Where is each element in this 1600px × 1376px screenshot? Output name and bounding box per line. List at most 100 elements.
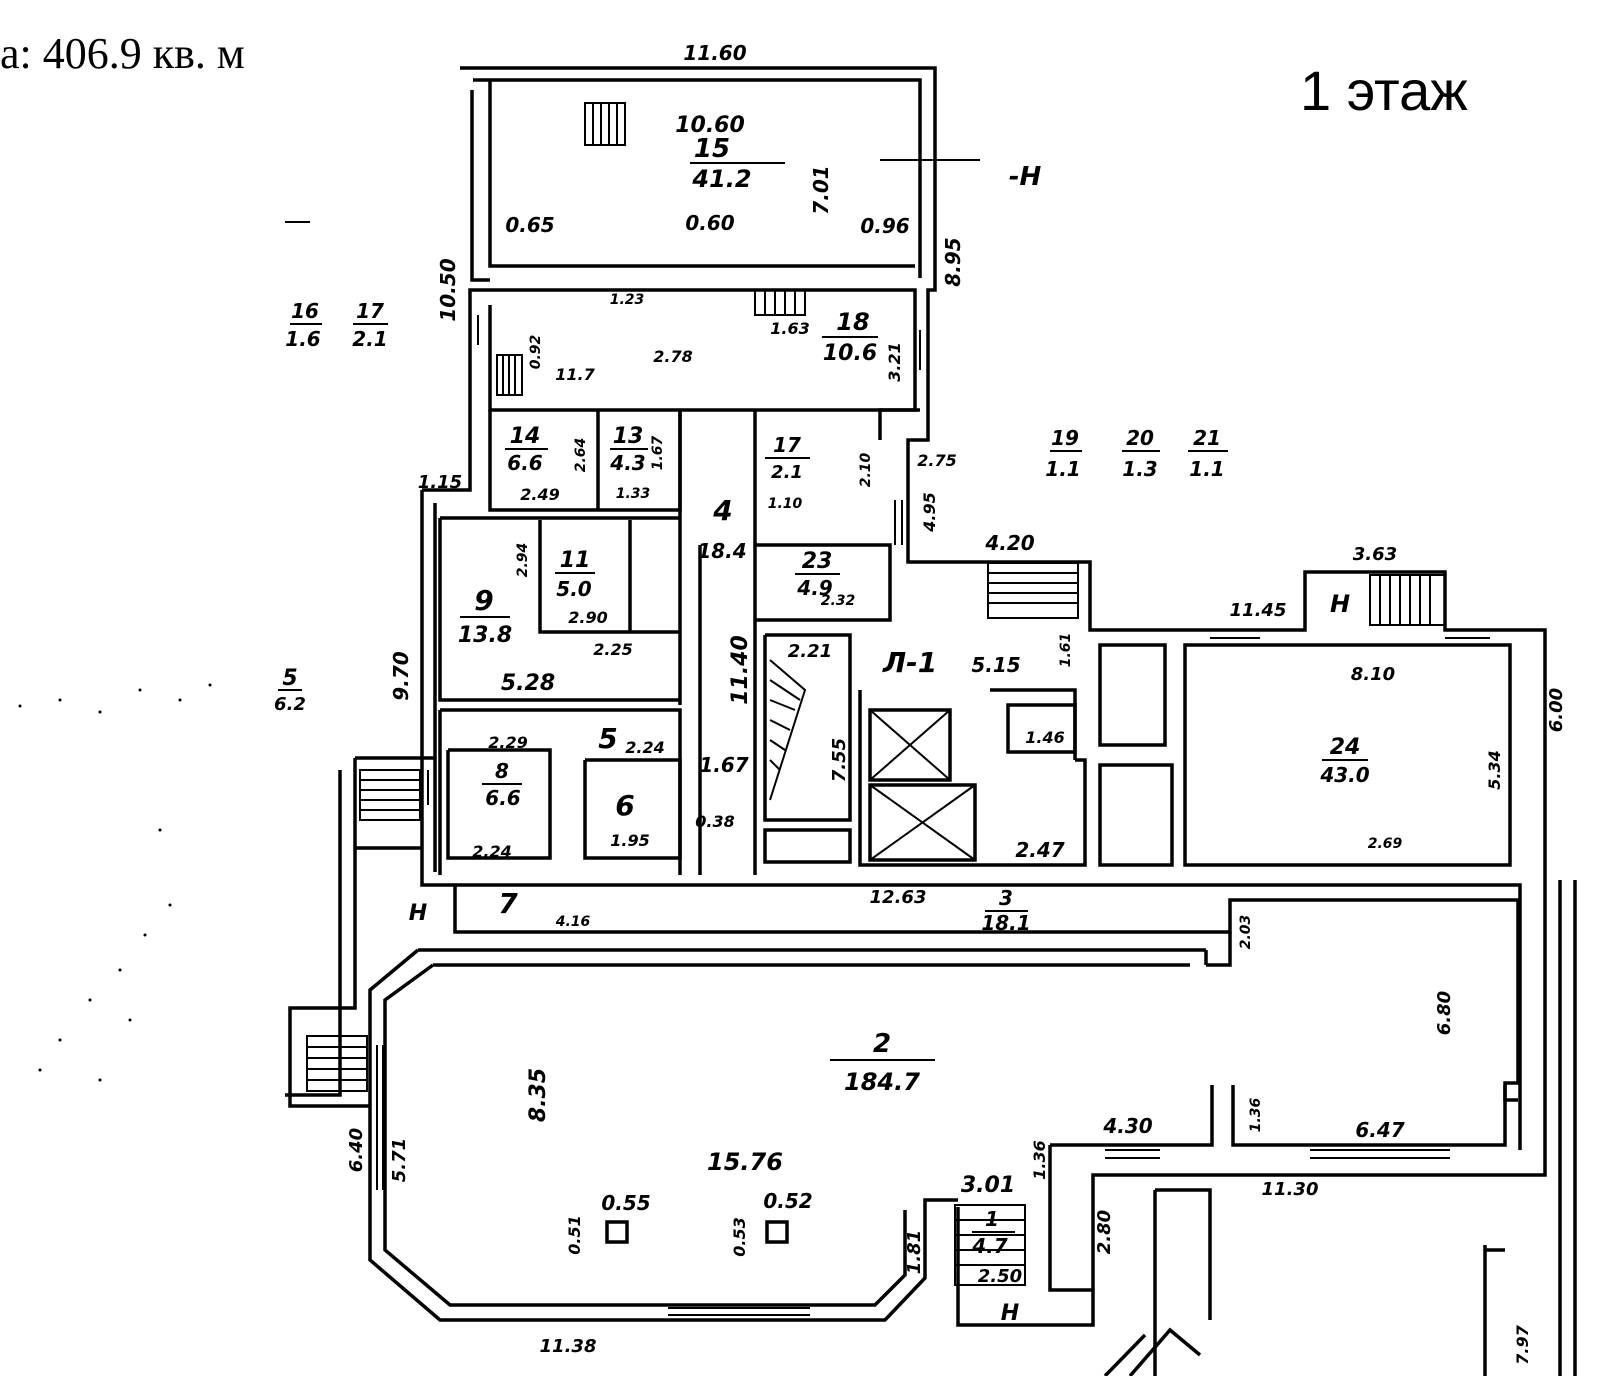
- dim-2-69: 2.69: [1368, 836, 1403, 852]
- dim-1-36b: 1.36: [1248, 1097, 1264, 1132]
- dim-11-30: 11.30: [1262, 1179, 1319, 1200]
- dim-2-75: 2.75: [917, 451, 956, 470]
- room-13-area: 4.3: [609, 451, 645, 475]
- svg-text:6.2: 6.2: [274, 694, 306, 715]
- dim-2-03: 2.03: [1238, 915, 1254, 950]
- room-8-area: 6.6: [485, 786, 521, 810]
- dim-7-01: 7.01: [809, 165, 833, 214]
- legend-16: 161.6: [285, 299, 322, 351]
- room-23-label: 234.9: [795, 549, 840, 600]
- dim-12-63: 12.63: [870, 887, 927, 908]
- interior-walls: [438, 80, 1512, 1376]
- dim-3-63: 3.63: [1353, 544, 1397, 565]
- floor-title: 1 этаж: [1300, 59, 1468, 122]
- dim-0-51: 0.51: [565, 1215, 584, 1254]
- scan-artifacts: [18, 683, 212, 1082]
- svg-text:2.1: 2.1: [352, 327, 387, 351]
- svg-text:1.1: 1.1: [1189, 457, 1224, 481]
- dim-7-97: 7.97: [1513, 1324, 1532, 1364]
- room-18-area: 10.6: [823, 341, 877, 366]
- dim-1-33: 1.33: [616, 486, 651, 502]
- dim-2-78: 2.78: [653, 347, 692, 366]
- dim-11-40: 11.40: [728, 635, 753, 705]
- room-14-no: 14: [510, 424, 541, 449]
- svg-text:1.1: 1.1: [1045, 457, 1080, 481]
- dim-11-60: 11.60: [683, 41, 746, 65]
- dim-1-67b: 1.67: [699, 753, 748, 777]
- dim-4-30: 4.30: [1102, 1114, 1152, 1138]
- dim-10-50: 10.50: [436, 258, 460, 321]
- dim-2-25: 2.25: [593, 640, 632, 659]
- room-1-area: 4.7: [971, 1234, 1008, 1258]
- level-mark-top: -Н: [1009, 162, 1042, 192]
- dim-0-60: 0.60: [685, 211, 734, 235]
- dim-0-92: 0.92: [528, 335, 544, 370]
- dim-2-24b: 2.24: [472, 842, 511, 861]
- svg-text:20: 20: [1126, 426, 1154, 450]
- room-9-area: 13.8: [458, 623, 512, 648]
- marks: Л-1 -Н Н Н Н: [285, 159, 1350, 1326]
- room-23-area: 4.9: [796, 576, 833, 600]
- room-15-no: 15: [694, 134, 730, 164]
- room-9-label: 913.8: [458, 584, 512, 648]
- room-2-area: 184.7: [844, 1068, 920, 1096]
- elevator-shafts: [868, 708, 977, 862]
- legend-19: 191.1: [1045, 426, 1082, 481]
- level-mark-right-stair: Н: [1330, 590, 1350, 618]
- dim-0-52: 0.52: [763, 1189, 812, 1213]
- room-18-no: 18: [836, 308, 869, 336]
- svg-text:21: 21: [1193, 426, 1221, 450]
- dim-1-95: 1.95: [610, 831, 649, 850]
- dim-6-40: 6.40: [346, 1128, 367, 1172]
- svg-text:19: 19: [1051, 426, 1079, 450]
- dim-1-81: 1.81: [904, 1230, 925, 1274]
- dim-8-10: 8.10: [1351, 664, 1395, 685]
- dim-0-55: 0.55: [601, 1191, 650, 1215]
- room-11-no: 11: [560, 548, 591, 573]
- room-18-label: 18 10.6: [822, 308, 878, 366]
- room-11-label: 115.0: [555, 548, 595, 601]
- dim-0-53: 0.53: [730, 1217, 749, 1256]
- dim-6-80: 6.80: [1434, 991, 1455, 1035]
- svg-text:16: 16: [291, 299, 319, 323]
- dim-6-00: 6.00: [1546, 688, 1567, 732]
- room-3-no: 3: [999, 886, 1013, 910]
- small-rooms-legend: 161.6 172.1 191.1 201.3 211.1 56.2: [274, 299, 1228, 715]
- dim-2-29: 2.29: [488, 733, 527, 752]
- dim-5-71: 5.71: [389, 1138, 410, 1182]
- room-24-no: 24: [1330, 735, 1361, 760]
- dim-3-01: 3.01: [961, 1173, 1015, 1198]
- dim-5-34: 5.34: [1485, 750, 1504, 789]
- dim-1-10: 1.10: [768, 496, 803, 512]
- dim-1-46: 1.46: [1025, 728, 1064, 747]
- dim-18-4: 18.4: [697, 539, 746, 563]
- room-15-area: 41.2: [691, 165, 751, 193]
- room-14-label: 146.6: [505, 424, 548, 475]
- dim-1-67a: 1.67: [650, 435, 666, 470]
- room-14-area: 6.6: [507, 451, 543, 475]
- dim-0-38: 0.38: [695, 812, 734, 831]
- total-area-caption: а: 406.9 кв. м: [0, 29, 245, 78]
- room-1-no: 1: [985, 1207, 999, 1231]
- svg-text:1.6: 1.6: [285, 327, 321, 351]
- svg-text:17: 17: [356, 299, 384, 323]
- dim-5-15: 5.15: [971, 653, 1020, 677]
- dimension-labels: 11.60 10.60 7.01 0.65 0.60 0.96 8.95 10.…: [346, 41, 1567, 1365]
- dim-0-65: 0.65: [505, 213, 554, 237]
- stairs: [306, 102, 1446, 1286]
- stair-label: Л-1: [882, 646, 937, 679]
- dim-2-64: 2.64: [573, 438, 589, 473]
- dim-4-20: 4.20: [984, 531, 1034, 555]
- room-1-label: 14.7: [971, 1207, 1015, 1258]
- room-13-no: 13: [613, 424, 644, 449]
- dim-1-15: 1.15: [418, 472, 462, 493]
- dim-15-76: 15.76: [707, 1148, 783, 1176]
- room-7-no: 7: [498, 887, 518, 920]
- columns: [605, 1220, 789, 1244]
- legend-17: 172.1: [352, 299, 388, 351]
- room-23-no: 23: [802, 549, 833, 574]
- windows: [376, 315, 1490, 1321]
